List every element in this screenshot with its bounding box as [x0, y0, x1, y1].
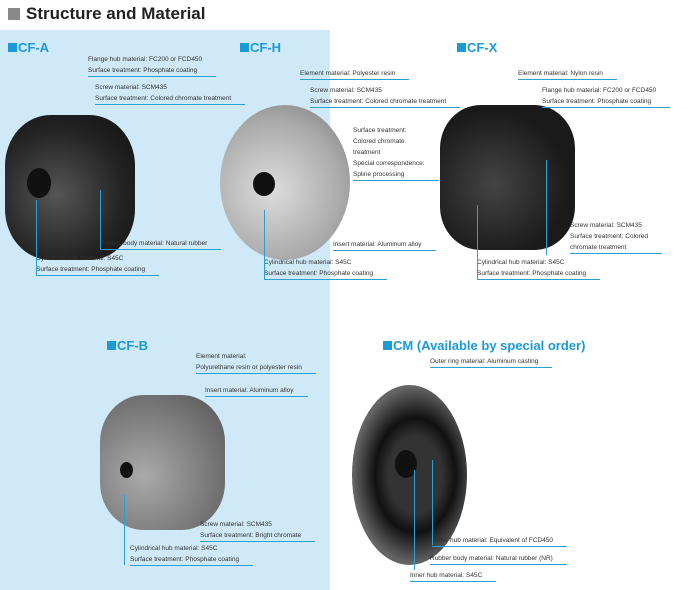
label-line: Surface treatment: Colored chromate trea… — [95, 95, 232, 102]
leader-line — [432, 460, 433, 545]
label-line: Screw material: SCM435 — [200, 521, 272, 528]
callout-insert: Insert material: Aluminum alloy — [333, 239, 436, 251]
cm-bore — [395, 450, 417, 478]
label-line: Colored chromate — [353, 138, 405, 145]
leader-line — [477, 205, 478, 280]
callout-cylindrical-hub: Cylindrical hub material: S45C Surface tr… — [264, 257, 388, 280]
title-text: Structure and Material — [26, 4, 206, 23]
label-line: Screw material: SCM435 — [310, 87, 382, 94]
label-line: Flange hub material: FC200 or FCD450 — [88, 56, 203, 63]
label-line: Rubber body material: Natural rubber (NR… — [430, 555, 553, 562]
square-icon — [107, 341, 116, 350]
title-square-icon — [8, 8, 20, 20]
label-line: Surface treatment: — [353, 127, 407, 134]
heading-cf-x: CF-X — [457, 40, 497, 55]
callout-rubber-body: Rubber body material: Natural rubber (NR… — [430, 553, 567, 565]
callout-surface-treatment: Surface treatment: Colored chromate treatm… — [353, 125, 420, 158]
label-line: Surface treatment: Phosphate coating — [264, 270, 374, 277]
label-line: Cylindrical hub material: S45C — [36, 255, 124, 262]
label-line: Screw material: SCM435 — [95, 84, 167, 91]
label-line: Element material: Nylon resin — [518, 70, 603, 77]
callout-outer-hub: Outer hub material: Equivalent of FCD450 — [432, 535, 568, 547]
cf-h-coupling-image — [220, 105, 350, 260]
label-line: Cylindrical hub material: S45C — [130, 545, 218, 552]
callout-element: Element material: Nylon resin — [518, 68, 617, 80]
callout-cylindrical-hub: Cylindrical hub material: S45C Surface tr… — [477, 257, 601, 280]
label-line: Outer ring material: Aluminum casting — [430, 358, 539, 365]
label-line: Spline processing — [353, 171, 405, 178]
label-line: Insert material: Aluminum alloy — [333, 241, 422, 248]
square-icon — [383, 341, 392, 350]
label-line: Polyurethane resin or polyester resin — [196, 364, 302, 371]
leader-line — [414, 470, 415, 570]
leader-line — [124, 495, 125, 565]
cf-x-coupling-image — [440, 105, 575, 250]
heading-cf-a: CF-A — [8, 40, 49, 55]
label-line: Surface treatment: Phosphate coating — [88, 67, 198, 74]
callout-rubber-body: Rubber body material: Natural rubber — [100, 238, 222, 250]
label-line: chromate treatment — [570, 244, 627, 251]
callout-element: Element material: Polyurethane resin or p… — [196, 351, 316, 374]
label-line: Surface treatment: Colored chromate trea… — [310, 98, 447, 105]
label-line: Outer hub material: Equivalent of FCD450 — [432, 537, 554, 544]
label-line: Surface treatment: Phosphate coating — [477, 270, 587, 277]
page-title: Structure and Material — [8, 4, 206, 24]
label-line: Special correspondence: — [353, 160, 425, 167]
square-icon — [8, 43, 17, 52]
label-line: Surface treatment: Phosphate coating — [36, 266, 146, 273]
label-line: Element material: Polyester resin — [300, 70, 396, 77]
label-line: Surface treatment: Phosphate coating — [542, 98, 652, 105]
label-line: Element material: — [196, 353, 247, 360]
callout-outer-ring: Outer ring material: Aluminum casting — [430, 356, 553, 368]
leader-line — [100, 190, 101, 250]
callout-cylindrical-hub: Cylindrical hub material: S45C Surface tr… — [130, 543, 254, 566]
square-icon — [457, 43, 466, 52]
heading-text: CF-A — [18, 40, 50, 55]
label-line: Insert material: Aluminum alloy — [205, 387, 294, 394]
heading-text: CM (Available by special order) — [393, 338, 586, 353]
callout-element: Element material: Polyester resin — [300, 68, 410, 80]
label-line: Flange hub material: FC200 or FCD450 — [542, 87, 657, 94]
label-line: Rubber body material: Natural rubber — [100, 240, 208, 247]
heading-text: CF-B — [117, 338, 149, 353]
callout-inner-hub: Inner hub material: S45C — [410, 570, 497, 582]
heading-text: CF-X — [467, 40, 498, 55]
label-line: Cylindrical hub material: S45C — [477, 259, 565, 266]
callout-cylindrical-hub: Cylindrical hub material: S45C Surface tr… — [36, 253, 160, 276]
label-line: Inner hub material: S45C — [410, 572, 483, 579]
heading-text: CF-H — [250, 40, 282, 55]
leader-line — [36, 200, 37, 275]
square-icon — [240, 43, 249, 52]
heading-cm: CM (Available by special order) — [383, 338, 585, 353]
cf-a-bore — [27, 168, 51, 198]
leader-line — [264, 210, 265, 280]
cf-b-coupling-image — [100, 395, 225, 530]
heading-cf-b: CF-B — [107, 338, 148, 353]
label-line: Screw material: SCM435 — [570, 222, 642, 229]
label-line: Surface treatment: Bright chromate — [200, 532, 302, 539]
cf-b-bore — [120, 462, 133, 478]
heading-cf-h: CF-H — [240, 40, 281, 55]
callout-spline: Special correspondence: Spline processing — [353, 158, 439, 181]
label-line: Surface treatment: Phosphate coating — [130, 556, 240, 563]
cf-h-bore — [253, 172, 275, 196]
callout-insert: Insert material: Aluminum alloy — [205, 385, 308, 397]
label-line: Cylindrical hub material: S45C — [264, 259, 352, 266]
leader-line — [546, 160, 547, 255]
cf-a-coupling-image — [5, 115, 135, 260]
label-line: Surface treatment: Colored — [570, 233, 649, 240]
label-line: treatment — [353, 149, 381, 156]
